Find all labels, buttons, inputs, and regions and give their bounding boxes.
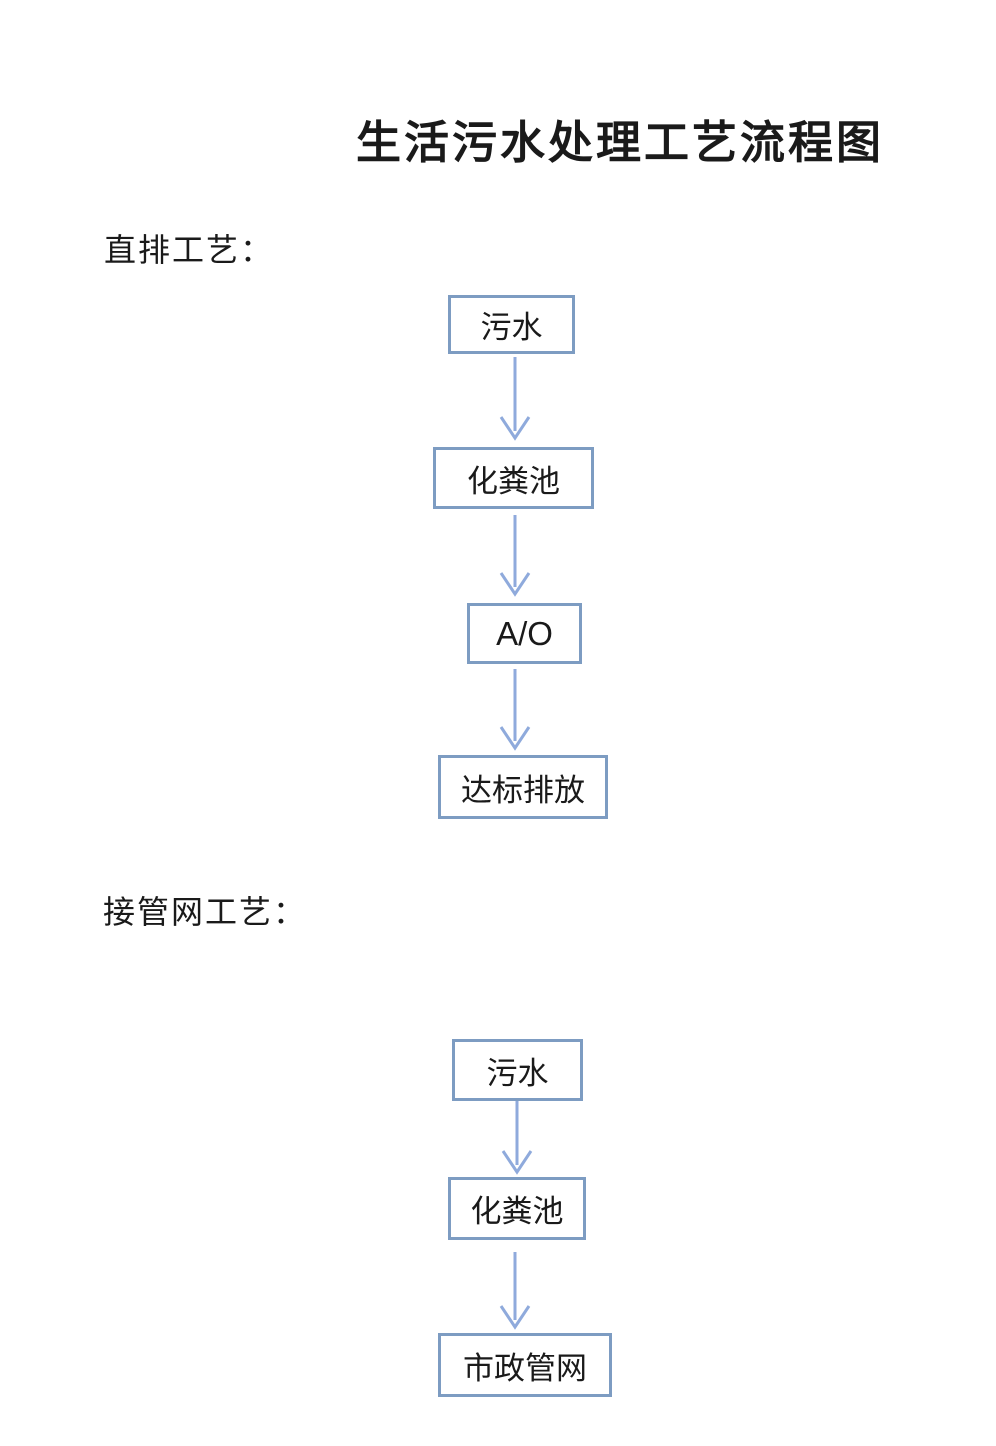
section-label-direct-discharge: 直排工艺： [104, 232, 275, 268]
down-arrow [499, 515, 531, 597]
down-arrow [501, 1101, 533, 1175]
flow-node-municipal-pipe-network: 市政管网 [438, 1333, 612, 1397]
flow-node-septic-tank-1: 化粪池 [433, 447, 594, 509]
page-title: 生活污水处理工艺流程图 [356, 117, 885, 168]
down-arrow [499, 669, 531, 751]
flow-node-sewage-2: 污水 [452, 1039, 583, 1101]
flow-node-compliant-discharge: 达标排放 [438, 755, 608, 819]
flow-node-ao-process: A/O [467, 603, 582, 664]
flow-node-sewage-1: 污水 [448, 295, 575, 354]
down-arrow [499, 1252, 531, 1330]
flow-node-septic-tank-2: 化粪池 [448, 1177, 586, 1240]
down-arrow [499, 357, 531, 441]
section-label-pipe-network: 接管网工艺： [103, 894, 308, 930]
